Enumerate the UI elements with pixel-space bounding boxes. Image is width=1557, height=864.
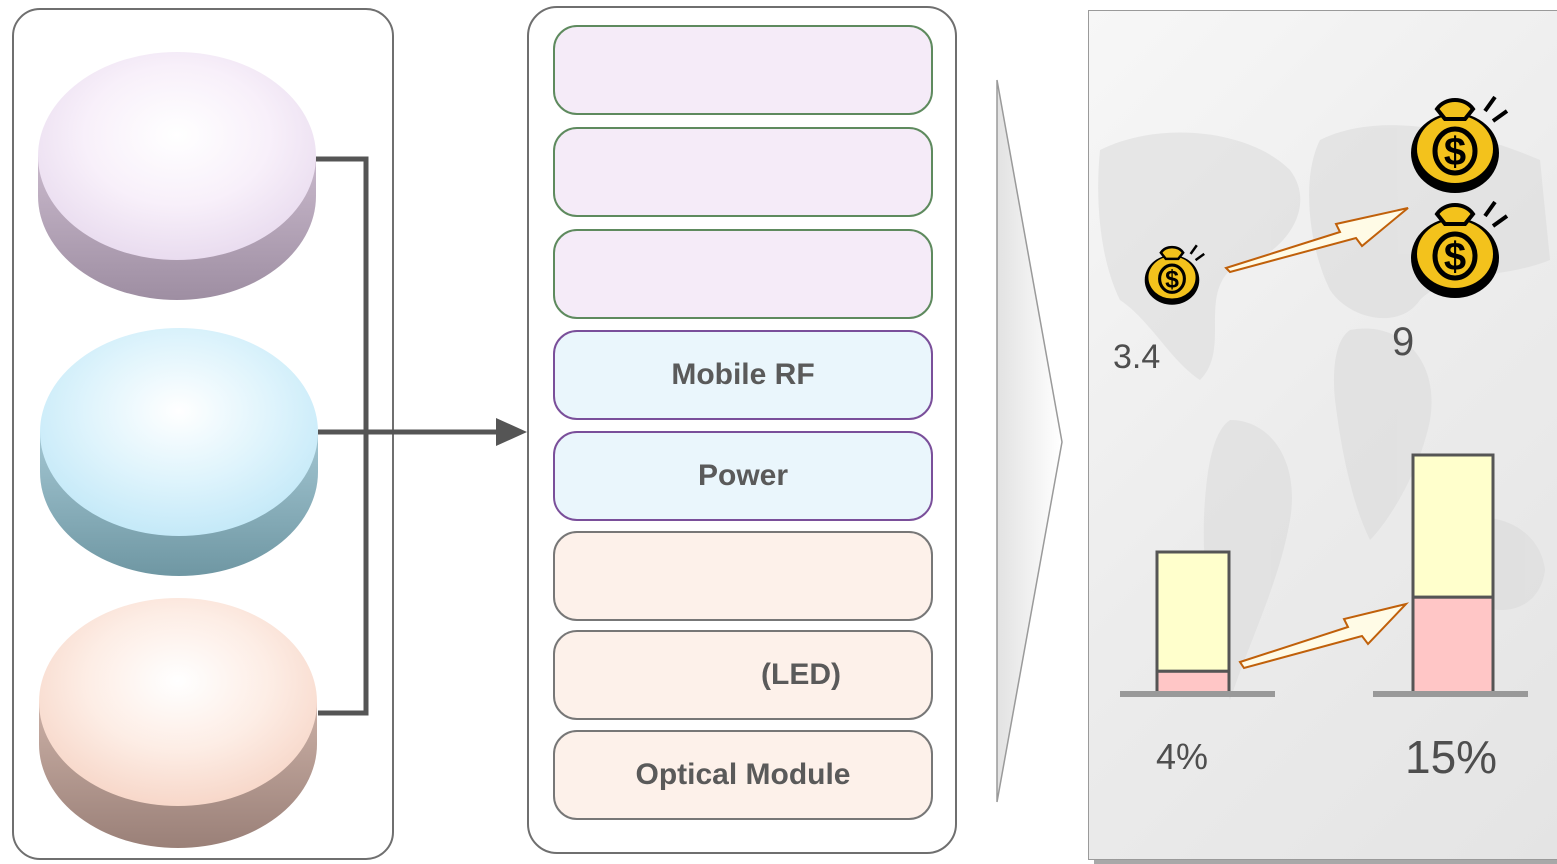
disc-peach <box>39 598 317 848</box>
money-before-value: 3.4 <box>1113 338 1161 376</box>
segment-layer-optical-module: Optical Module <box>553 730 933 820</box>
segment-layer-1 <box>553 25 933 115</box>
money-bag-icon-large-bottom: $ <box>1411 200 1509 298</box>
svg-text:$: $ <box>1444 235 1466 279</box>
svg-text:$: $ <box>1444 130 1466 174</box>
money-bag-icon: $ <box>1144 244 1205 305</box>
flow-arrow <box>420 418 527 446</box>
segment-layer-optical-module-label: Optical Module <box>635 758 851 791</box>
money-growth-arrow <box>1224 207 1409 274</box>
segment-layer-led-label: (LED) <box>761 658 841 691</box>
segment-layer-3 <box>553 229 933 319</box>
share-growth-arrow <box>1238 602 1410 670</box>
bar-before <box>1120 550 1275 697</box>
chevron-shape <box>996 79 1063 803</box>
money-after-value: 9 <box>1392 320 1415 364</box>
segment-layer-led: (LED) <box>553 630 933 720</box>
segment-layer-power: Power <box>553 431 933 521</box>
money-bag-icon-large-top: $ <box>1411 95 1509 193</box>
segment-layer-2 <box>553 127 933 217</box>
svg-text:$: $ <box>1165 266 1179 293</box>
disc-blue <box>40 328 318 576</box>
segment-layer-power-label: Power <box>697 459 789 492</box>
disc-purple <box>38 52 316 300</box>
bar-after <box>1373 453 1528 697</box>
segment-layer-mobile-rf: Mobile RF <box>553 330 933 420</box>
segment-layer-mobile-rf-label: Mobile RF <box>671 358 815 391</box>
share-after-label: 15% <box>1405 731 1498 783</box>
segment-layer-6 <box>553 531 933 621</box>
share-before-label: 4% <box>1156 736 1209 777</box>
